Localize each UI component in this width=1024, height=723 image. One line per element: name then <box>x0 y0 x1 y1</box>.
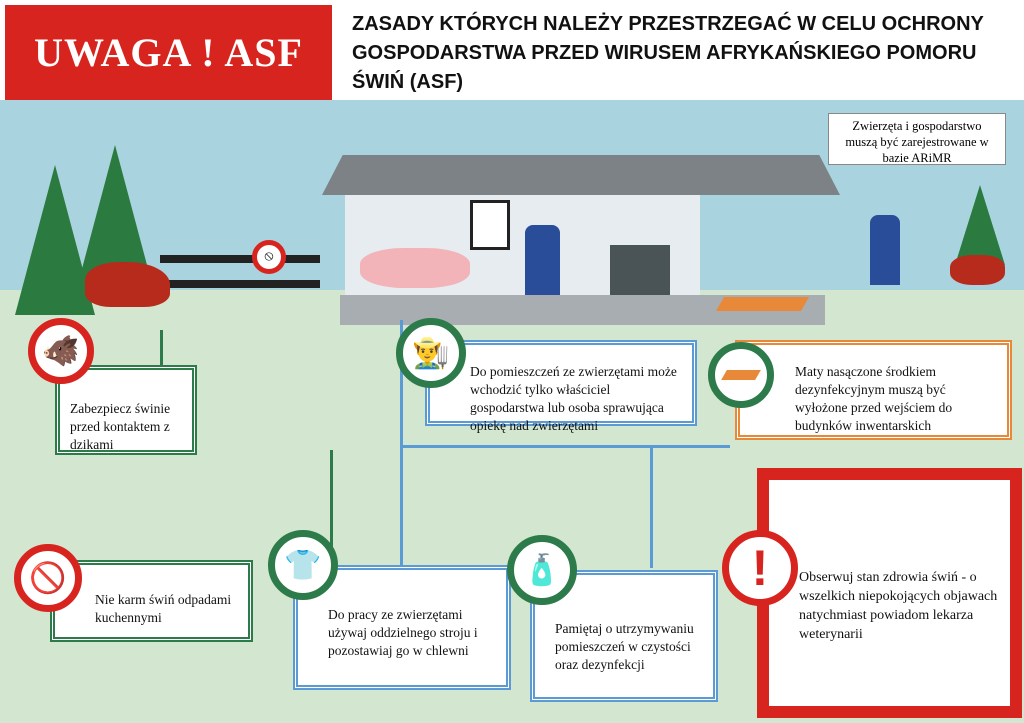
rule-text: Pamiętaj o utrzymywaniu pomieszczeń w cz… <box>555 621 694 672</box>
page-title: ZASADY KTÓRYCH NALEŻY PRZESTRZEGAĆ W CEL… <box>352 13 984 93</box>
rule-text: Do pracy ze zwierzętami używaj oddzielne… <box>328 607 478 658</box>
farmer-icon: 👨‍🌾 <box>396 318 466 388</box>
clothing-icon: 👕 <box>268 530 338 600</box>
pigs-icon <box>360 248 470 288</box>
connector-line <box>400 445 730 448</box>
connector-line <box>160 330 163 365</box>
clothes-rack <box>610 245 670 300</box>
rule-box-warning: Obserwuj stan zdrowia świń - o wszelkich… <box>757 468 1022 718</box>
disinfection-mat <box>715 297 810 311</box>
rule-text: Nie karm świń odpadami kuchennymi <box>95 592 232 625</box>
rule-box: Do pracy ze zwierzętami używaj oddzielne… <box>293 565 511 690</box>
fence-rail <box>160 280 320 288</box>
wild-boar-icon <box>85 262 170 307</box>
registration-note: Zwierzęta i gospodarstwo muszą być zarej… <box>828 113 1006 165</box>
mat-icon <box>708 342 774 408</box>
no-kitchen-waste-icon: 🚫 <box>14 544 82 612</box>
connector-line <box>650 448 653 568</box>
rule-box: Do pomieszczeń ze zwierzętami może wchod… <box>425 340 697 433</box>
fence <box>160 255 320 263</box>
rule-text: Maty nasączone środkiem dezynfekcyjnym m… <box>795 364 953 433</box>
connector-line <box>400 320 403 565</box>
tree-icon <box>955 185 1005 265</box>
connector-line <box>330 450 333 560</box>
warning-badge: UWAGA ! ASF <box>5 5 332 100</box>
farmer-figure <box>870 215 900 285</box>
rule-text: Obserwuj stan zdrowia świń - o wszelkich… <box>799 570 998 642</box>
rule-box: Maty nasączone środkiem dezynfekcyjnym m… <box>735 340 1012 440</box>
spray-icon: 🧴 <box>507 535 577 605</box>
rule-text: Do pomieszczeń ze zwierzętami może wchod… <box>470 364 677 433</box>
wild-boar-icon <box>950 255 1005 285</box>
rule-box: Zabezpiecz świnie przed kontaktem z dzik… <box>55 365 197 455</box>
barn-window <box>470 200 510 250</box>
rule-box: Nie karm świń odpadami kuchennymi <box>50 560 253 642</box>
rule-text: Zabezpiecz świnie przed kontaktem z dzik… <box>70 401 171 452</box>
barn-roof <box>322 155 840 195</box>
no-entry-icon: ⦸ <box>252 240 286 274</box>
exclamation-icon: ! <box>722 530 798 606</box>
no-wild-boar-icon: 🐗 <box>28 318 94 384</box>
